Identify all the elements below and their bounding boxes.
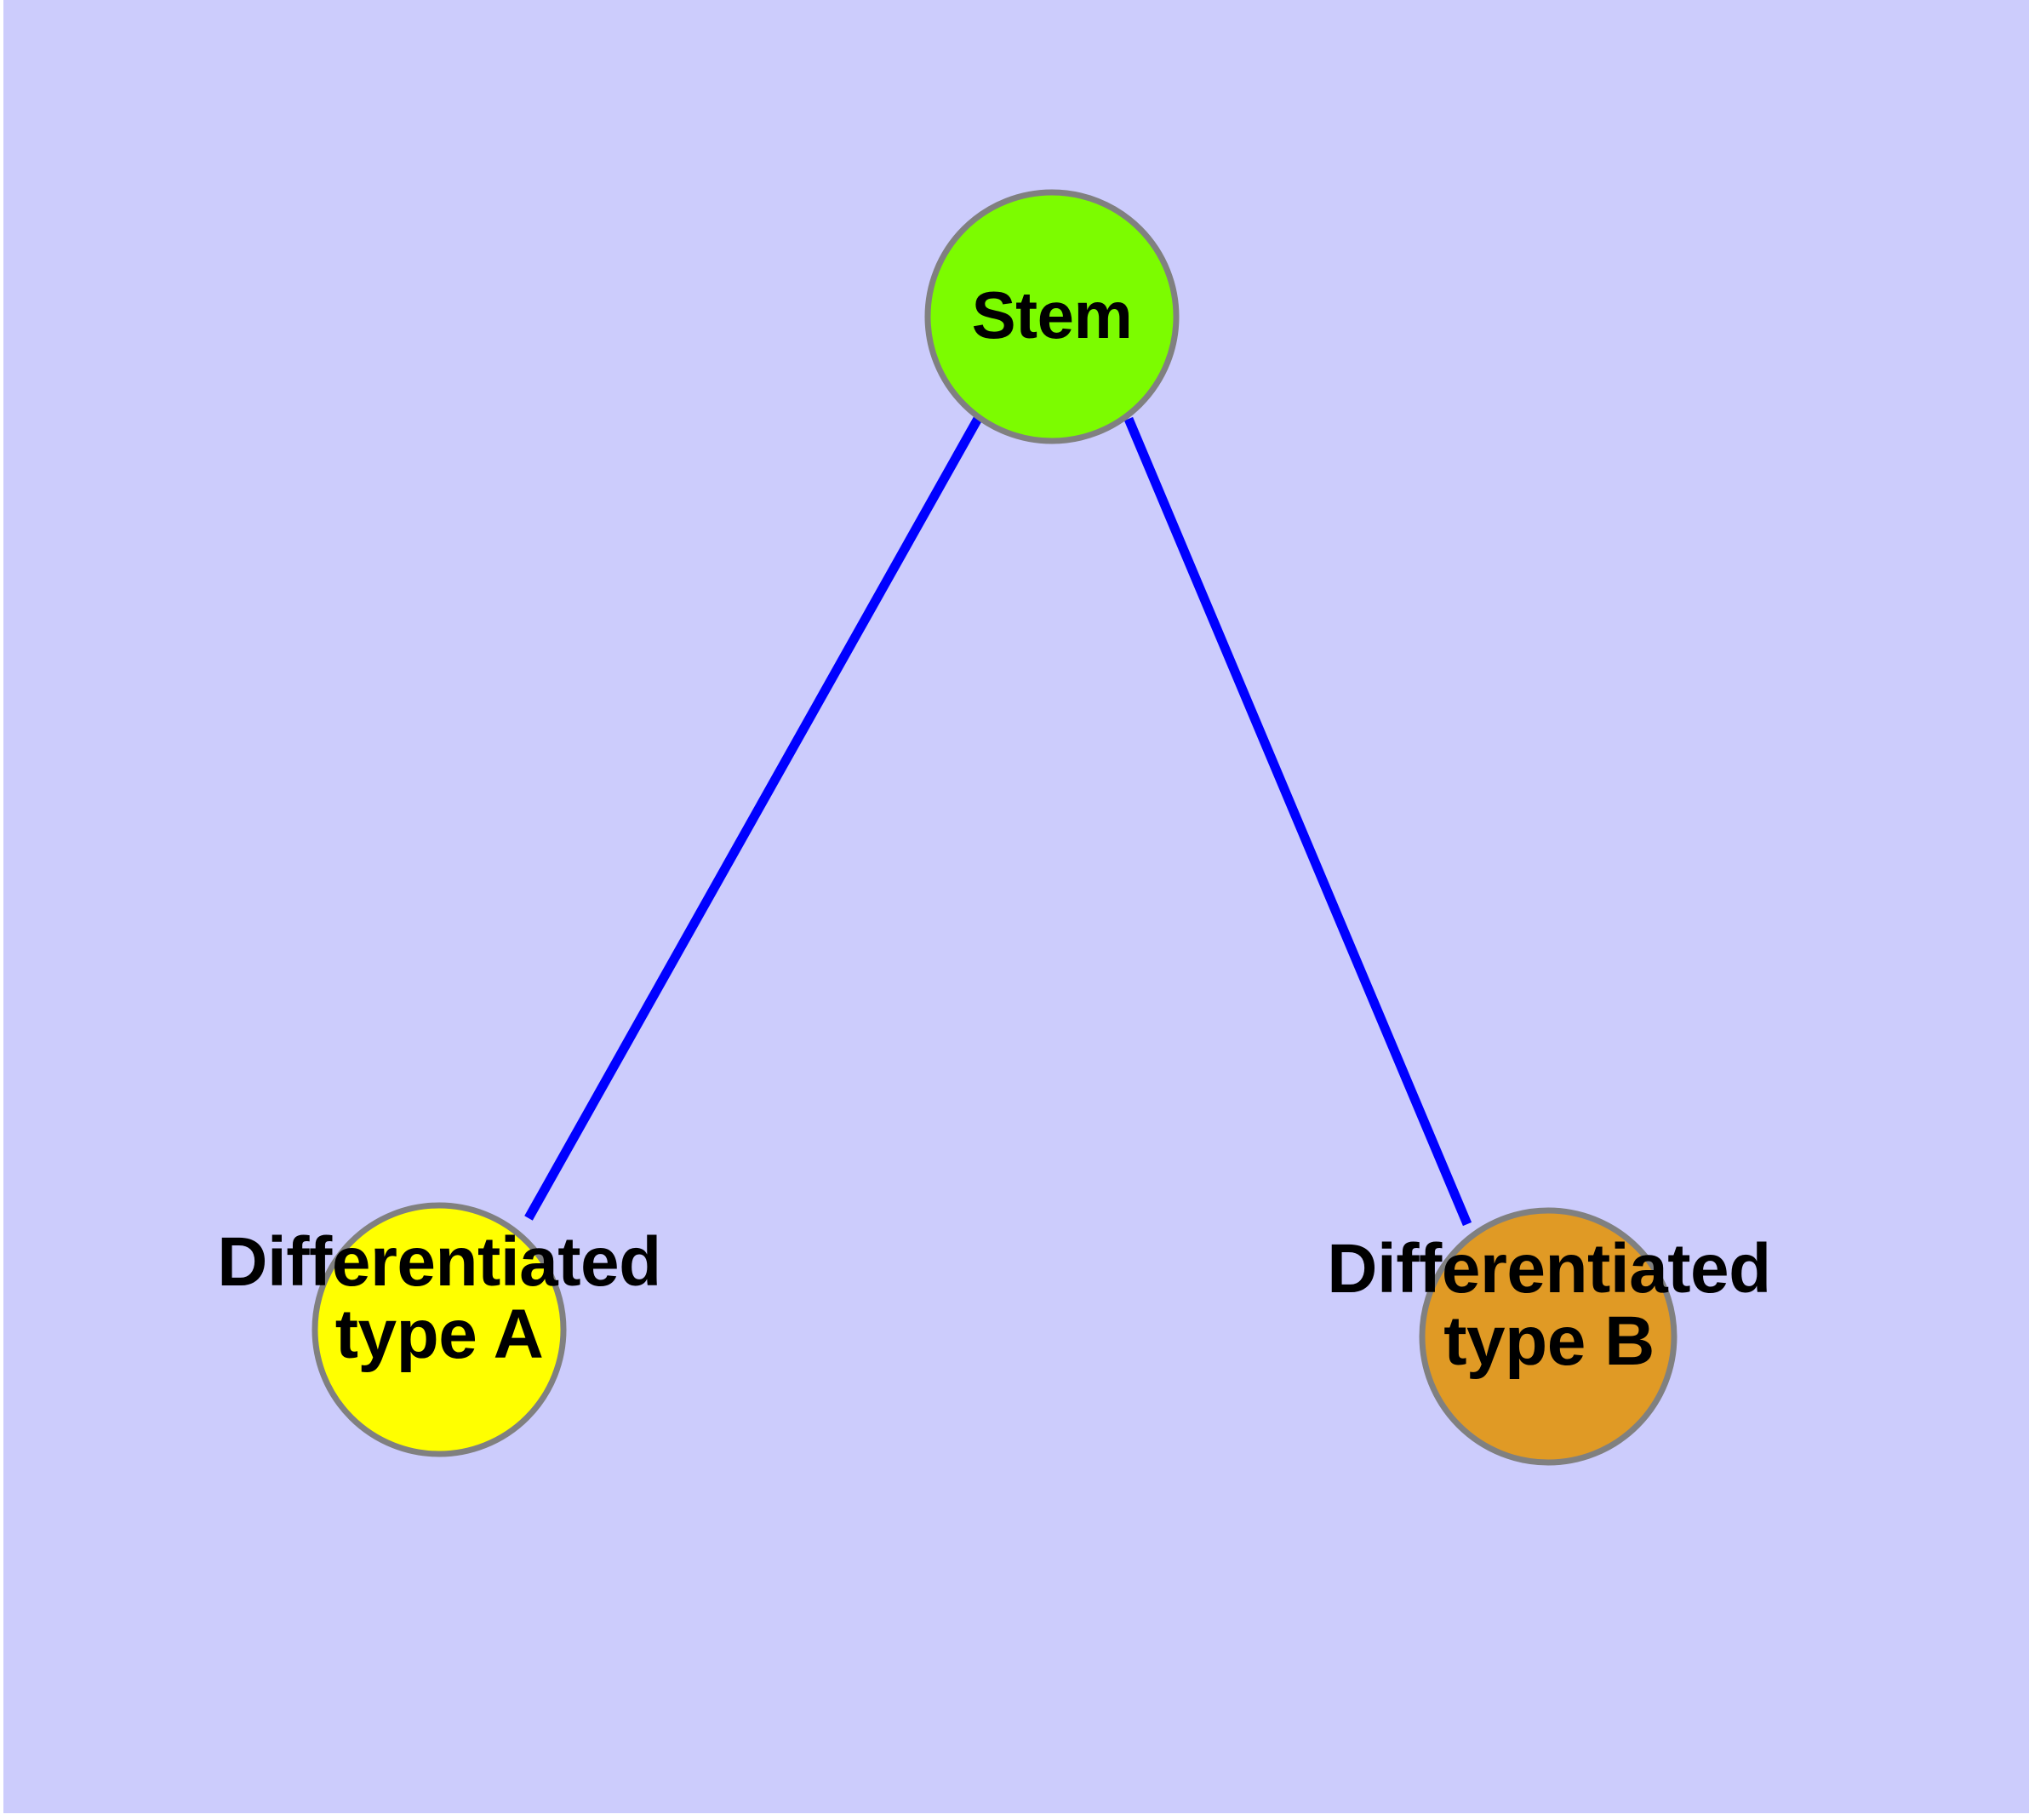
node-diff-b[interactable] — [1419, 1207, 1677, 1466]
edge-layer — [524, 415, 1472, 1227]
node-stem[interactable] — [924, 189, 1180, 444]
node-diff-a[interactable] — [311, 1202, 567, 1457]
diagram-canvas: Stem Differentiated type A Differentiate… — [3, 0, 2029, 1813]
graph-svg — [311, 189, 1677, 1466]
edge-stem-to-diff-a[interactable] — [524, 415, 983, 1221]
edge-stem-to-diff-b[interactable] — [1123, 416, 1472, 1227]
node-layer — [311, 189, 1677, 1466]
